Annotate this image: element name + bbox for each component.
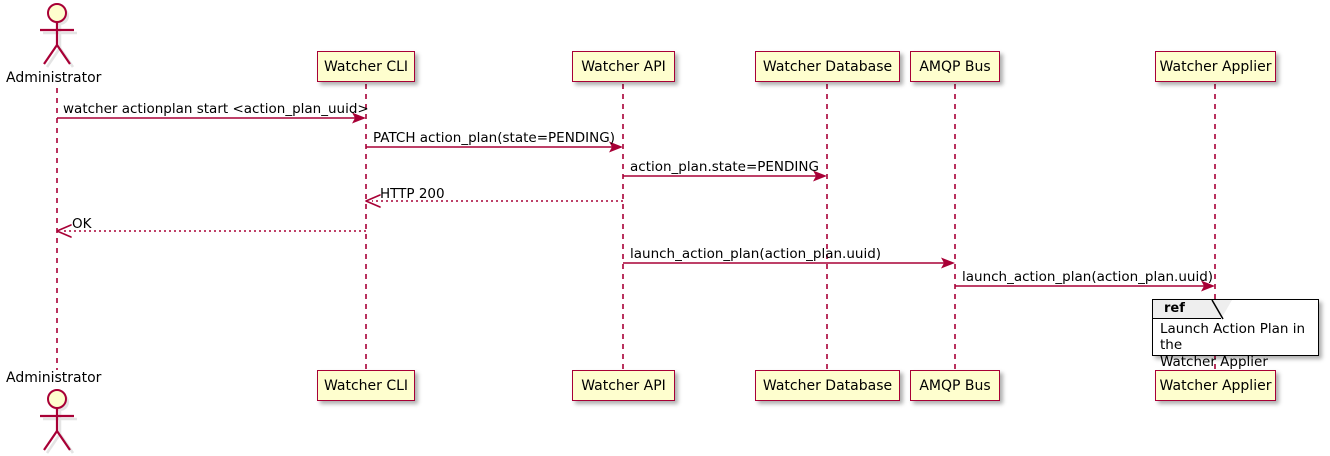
ref-fragment-line-1: Launch Action Plan in the <box>1160 321 1306 354</box>
ref-fragment-body: Launch Action Plan in the Watcher Applie… <box>1153 319 1318 374</box>
message-arrow-5 <box>56 224 366 238</box>
ref-fragment-keyword: ref <box>1164 301 1185 316</box>
message-arrow-4 <box>365 194 623 208</box>
participant-box-watcher-api-bottom[interactable]: Watcher API <box>572 370 675 401</box>
participant-box-watcher-database-bottom[interactable]: Watcher Database <box>755 370 900 401</box>
participant-box-watcher-api-top[interactable]: Watcher API <box>572 51 675 82</box>
message-arrow-3 <box>623 170 827 182</box>
participant-box-watcher-cli-bottom[interactable]: Watcher CLI <box>317 370 415 401</box>
message-label-4: HTTP 200 <box>380 186 445 202</box>
message-arrow-7 <box>955 280 1215 292</box>
ref-fragment-line-2: Watcher Applier <box>1160 353 1268 370</box>
participant-box-amqp-bus-top[interactable]: AMQP Bus <box>910 51 1000 82</box>
message-label-7: launch_action_plan(action_plan.uuid) <box>962 269 1214 285</box>
actor-figure-bottom <box>40 389 77 454</box>
message-label-1: watcher actionplan start <action_plan_uu… <box>63 101 369 117</box>
ref-fragment-tab-corner-stroke-icon <box>1211 299 1224 320</box>
actor-label-administrator-top: Administrator <box>6 70 102 86</box>
participant-box-watcher-applier-top[interactable]: Watcher Applier <box>1155 51 1276 82</box>
message-arrow-2 <box>366 141 623 153</box>
participant-box-amqp-bus-bottom[interactable]: AMQP Bus <box>910 370 1000 401</box>
message-label-3: action_plan.state=PENDING <box>630 159 819 175</box>
participant-box-watcher-cli-top[interactable]: Watcher CLI <box>317 51 415 82</box>
message-label-6: launch_action_plan(action_plan.uuid) <box>630 246 882 262</box>
message-arrow-1 <box>57 112 366 124</box>
message-label-2: PATCH action_plan(state=PENDING) <box>373 130 615 146</box>
ref-fragment-tab: ref <box>1153 299 1232 320</box>
actor-figure-top <box>40 3 77 68</box>
participant-box-watcher-applier-bottom[interactable]: Watcher Applier <box>1155 370 1276 401</box>
ref-fragment-tab-corner-icon <box>1221 300 1232 319</box>
actor-label-administrator-bottom: Administrator <box>6 370 102 386</box>
ref-fragment-box: ref Launch Action Plan in the Watcher Ap… <box>1152 299 1319 370</box>
message-arrow-6 <box>623 257 955 269</box>
message-label-5: OK <box>72 216 92 232</box>
participant-box-watcher-database-top[interactable]: Watcher Database <box>755 51 900 82</box>
